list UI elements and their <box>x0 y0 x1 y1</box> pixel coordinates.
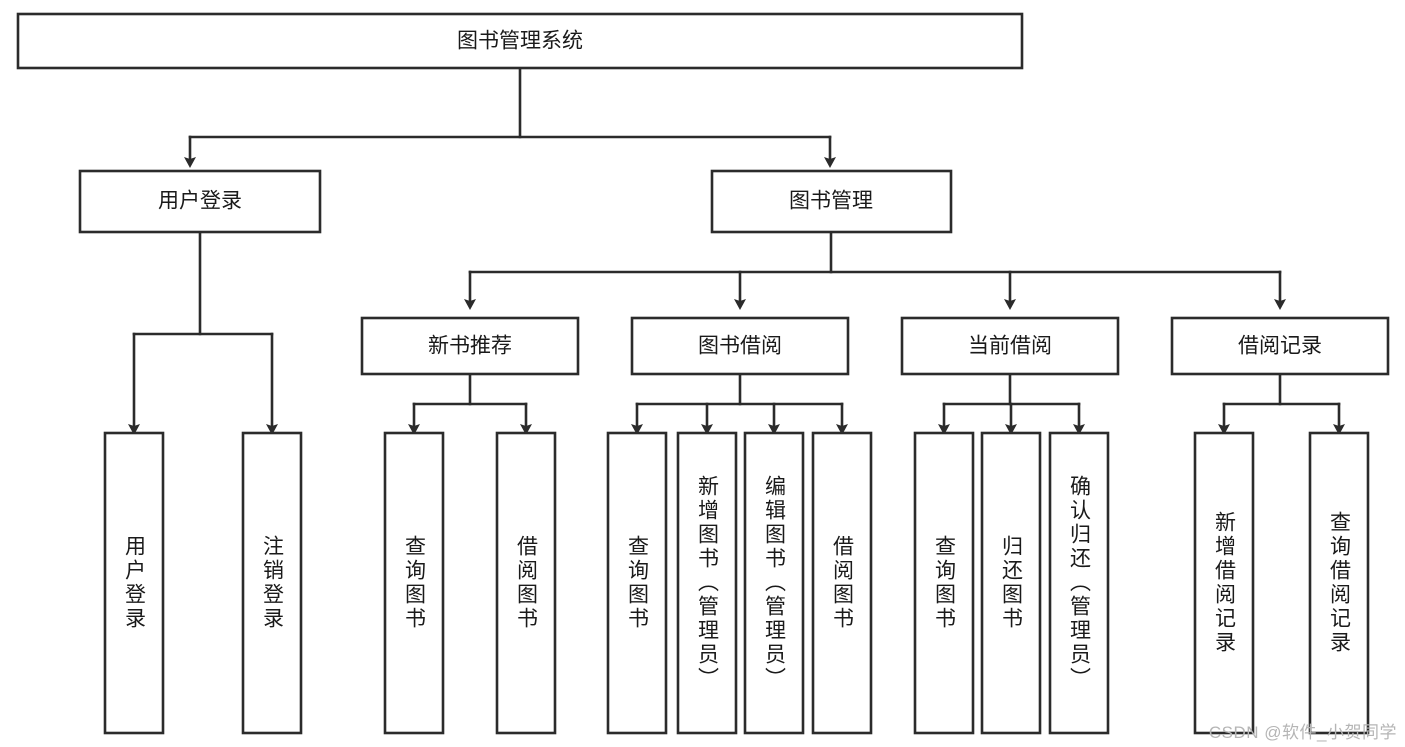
connector-root-to-level2 <box>184 66 836 168</box>
node-leaf-query-book-3[interactable]: 查询图书 <box>913 431 975 735</box>
node-book-manage[interactable]: 图书管理 <box>710 169 953 234</box>
node-borrow-record[interactable]: 借阅记录 <box>1170 316 1390 376</box>
node-leaf-add-book[interactable]: 新增图书（管理员） <box>676 431 738 735</box>
node-current-borrow-label: 当前借阅 <box>968 335 1052 358</box>
node-user-login-label: 用户登录 <box>158 190 242 213</box>
csdn-watermark: CSDN @软件_小贺同学 <box>1208 723 1397 742</box>
node-current-borrow[interactable]: 当前借阅 <box>900 316 1120 376</box>
node-book-borrow-label: 图书借阅 <box>698 335 782 358</box>
node-leaf-borrow-book-2-label: 借阅图书 <box>831 535 855 631</box>
node-book-borrow[interactable]: 图书借阅 <box>630 316 850 376</box>
node-leaf-query-book-3-label: 查询图书 <box>933 535 957 631</box>
connector-borrowrecord-to-leaves <box>1218 372 1345 435</box>
node-root-label: 图书管理系统 <box>457 30 583 53</box>
node-leaf-query-record[interactable]: 查询借阅记录 <box>1308 431 1370 735</box>
node-leaf-return-book-label: 归还图书 <box>1000 535 1024 631</box>
node-leaf-user-login[interactable]: 用户登录 <box>103 431 165 735</box>
node-leaf-query-book-1[interactable]: 查询图书 <box>383 431 445 735</box>
node-leaf-add-book-label: 新增图书（管理员） <box>696 475 720 691</box>
node-leaf-query-book-2-label: 查询图书 <box>626 535 650 631</box>
node-leaf-query-book-2[interactable]: 查询图书 <box>606 431 668 735</box>
node-new-book-recommend[interactable]: 新书推荐 <box>360 316 580 376</box>
node-leaf-add-record[interactable]: 新增借阅记录 <box>1193 431 1255 735</box>
node-leaf-borrow-book-2[interactable]: 借阅图书 <box>811 431 873 735</box>
node-leaf-edit-book[interactable]: 编辑图书（管理员） <box>743 431 805 735</box>
node-leaf-query-record-label: 查询借阅记录 <box>1328 511 1352 655</box>
node-leaf-return-book[interactable]: 归还图书 <box>980 431 1042 735</box>
connector-bookmanage-to-level3 <box>464 230 1286 310</box>
connector-newbook-to-leaves <box>408 372 532 435</box>
node-book-manage-label: 图书管理 <box>789 190 873 213</box>
node-leaf-query-book-1-label: 查询图书 <box>403 535 427 631</box>
node-borrow-record-label: 借阅记录 <box>1238 335 1322 358</box>
node-leaf-borrow-book-1[interactable]: 借阅图书 <box>495 431 557 735</box>
node-user-login[interactable]: 用户登录 <box>78 169 322 234</box>
node-leaf-borrow-book-1-label: 借阅图书 <box>515 535 539 631</box>
node-leaf-add-record-label: 新增借阅记录 <box>1213 511 1237 655</box>
connector-bookborrow-to-leaves <box>631 372 848 435</box>
node-leaf-user-login-label: 用户登录 <box>123 535 147 631</box>
node-leaf-confirm-return[interactable]: 确认归还（管理员） <box>1048 431 1110 735</box>
node-new-book-recommend-label: 新书推荐 <box>428 335 512 358</box>
node-leaf-user-logout[interactable]: 注销登录 <box>241 431 303 735</box>
node-root[interactable]: 图书管理系统 <box>16 12 1024 70</box>
connector-currentborrow-to-leaves <box>938 372 1085 435</box>
node-leaf-edit-book-label: 编辑图书（管理员） <box>763 475 787 691</box>
node-leaf-confirm-return-label: 确认归还（管理员） <box>1068 475 1092 691</box>
connector-userlogin-to-leaves <box>128 230 278 435</box>
node-leaf-user-logout-label: 注销登录 <box>261 535 285 631</box>
